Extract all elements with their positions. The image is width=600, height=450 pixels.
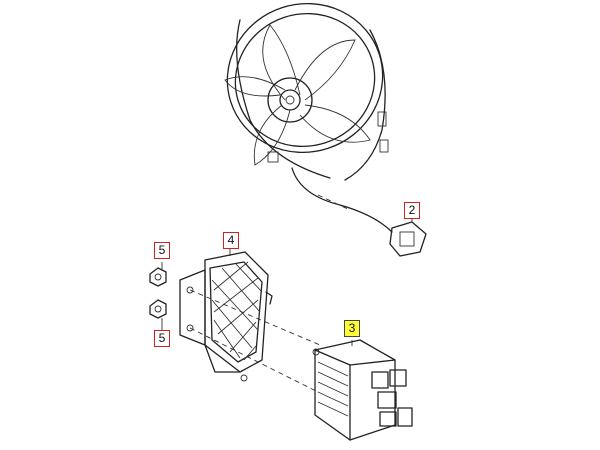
callout-3: 3 [344,320,360,337]
callout-4: 4 [223,232,239,249]
nut-upper [149,267,167,287]
nut-lower [149,299,167,319]
fan-control-unit [312,339,413,441]
alignment-line-upper [189,289,321,346]
mounting-bracket [179,251,273,382]
alignment-line-lower [189,327,319,393]
callout-5-lower: 5 [154,330,170,347]
radiator-fan-assembly [224,2,427,257]
callout-2: 2 [404,202,420,219]
callout-5-upper: 5 [154,242,170,259]
